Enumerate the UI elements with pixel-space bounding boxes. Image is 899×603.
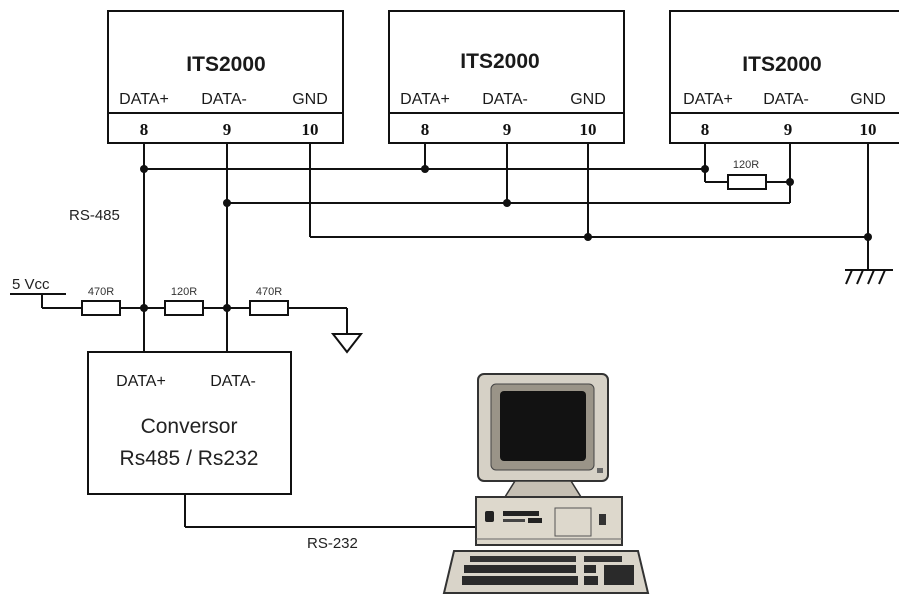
pin-number-9: 9 bbox=[503, 120, 512, 139]
pulldown-resistor-label: 470R bbox=[256, 286, 282, 298]
its2000-device-1: ITS2000 DATA+ DATA- GND 8 9 10 bbox=[107, 10, 344, 144]
termination-resistor-end: 120R bbox=[704, 159, 790, 190]
system-unit bbox=[475, 496, 623, 546]
pin-label-data-plus: DATA+ bbox=[119, 91, 169, 108]
converter-pin-data-plus: DATA+ bbox=[116, 373, 166, 390]
its2000-device-3: ITS2000 DATA+ DATA- GND 8 9 10 bbox=[669, 10, 899, 144]
monitor-screen bbox=[500, 391, 586, 461]
pin-number-9: 9 bbox=[784, 120, 793, 139]
pin-number-9: 9 bbox=[223, 120, 232, 139]
device-title: ITS2000 bbox=[742, 53, 821, 76]
vcc-label: 5 Vcc bbox=[12, 276, 50, 293]
pin-label-data-plus: DATA+ bbox=[400, 91, 450, 108]
resistor-120r bbox=[727, 174, 767, 190]
device-title: ITS2000 bbox=[460, 50, 539, 73]
pin-label-gnd: GND bbox=[292, 91, 328, 108]
converter-name: Conversor bbox=[141, 415, 238, 438]
pin-label-data-minus: DATA- bbox=[201, 91, 247, 108]
device-box bbox=[669, 10, 899, 144]
pin-number-8: 8 bbox=[421, 120, 430, 139]
pin-label-gnd: GND bbox=[850, 91, 886, 108]
rs232-link: RS-232 bbox=[184, 494, 476, 552]
computer-icon bbox=[442, 373, 650, 594]
pin-number-8: 8 bbox=[140, 120, 149, 139]
pin-label-data-minus: DATA- bbox=[482, 91, 528, 108]
pullup-resistor-label: 470R bbox=[88, 286, 114, 298]
pin-number-10: 10 bbox=[580, 120, 597, 139]
resistor-label: 120R bbox=[733, 159, 759, 171]
junction-dots bbox=[140, 165, 872, 312]
pin-number-10: 10 bbox=[302, 120, 319, 139]
pin-label-data-plus: DATA+ bbox=[683, 91, 733, 108]
its2000-device-2: ITS2000 DATA+ DATA- GND 8 9 10 bbox=[388, 10, 625, 144]
converter-pin-data-minus: DATA- bbox=[210, 373, 256, 390]
pin-number-10: 10 bbox=[860, 120, 877, 139]
data-plus-bus bbox=[143, 143, 706, 352]
pulldown-resistor bbox=[249, 300, 289, 316]
device-box bbox=[388, 10, 625, 144]
bias-network: 5 Vcc 470R 120R 470R bbox=[10, 276, 364, 354]
gnd-bus bbox=[309, 143, 869, 270]
ground-symbol bbox=[330, 333, 364, 354]
pin-label-gnd: GND bbox=[570, 91, 606, 108]
rs485-label: RS-485 bbox=[69, 207, 120, 224]
converter-box: DATA+ DATA- Conversor Rs485 / Rs232 bbox=[87, 351, 292, 495]
converter-description: Rs485 / Rs232 bbox=[120, 447, 259, 470]
pin-label-data-minus: DATA- bbox=[763, 91, 809, 108]
terminator-resistor-label: 120R bbox=[171, 286, 197, 298]
pin-number-8: 8 bbox=[701, 120, 710, 139]
pullup-resistor bbox=[81, 300, 121, 316]
earth-ground-symbol bbox=[845, 269, 893, 285]
converter-outline bbox=[87, 351, 292, 495]
bus-wiring: 120R bbox=[140, 143, 893, 352]
device-title: ITS2000 bbox=[186, 53, 265, 76]
device-box bbox=[107, 10, 344, 144]
terminator-resistor bbox=[164, 300, 204, 316]
rs232-label: RS-232 bbox=[307, 535, 358, 552]
